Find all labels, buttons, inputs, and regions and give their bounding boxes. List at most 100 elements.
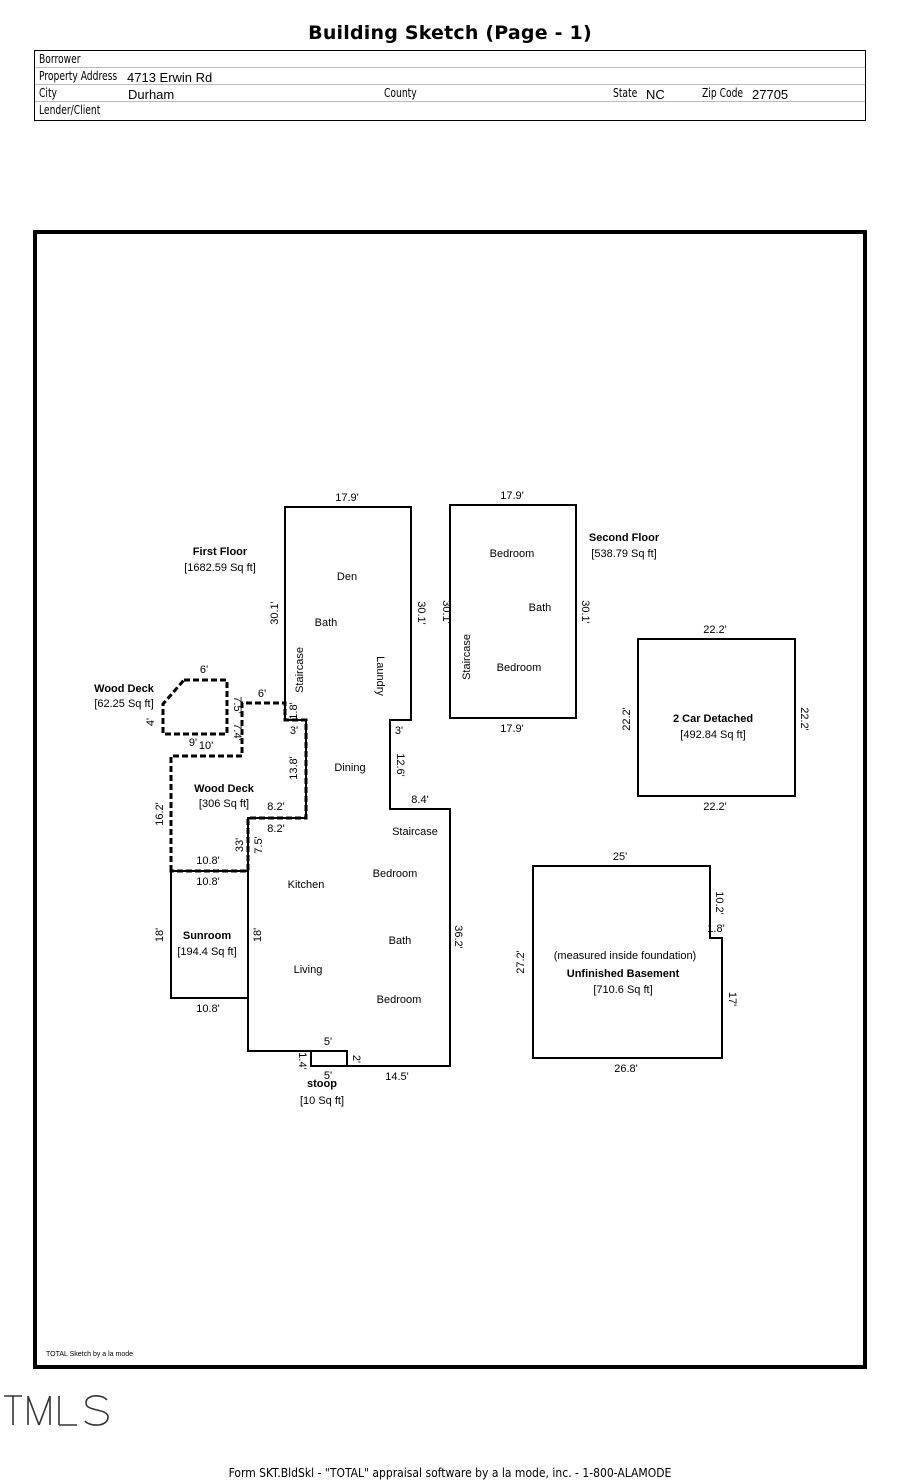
stoop-sqft: [10 Sq ft]	[300, 1095, 344, 1107]
garage-name: 2 Car Detached	[673, 713, 753, 725]
dim-wd-16-2: 16.2'	[154, 802, 166, 826]
dim-g-top: 22.2'	[703, 624, 727, 636]
borrower-row: Borrower	[35, 51, 865, 68]
wood-deck-large-name: Wood Deck	[194, 783, 255, 795]
room-staircase-2: Staircase	[392, 826, 438, 838]
dim-ff-8-4: 8.4'	[411, 794, 428, 806]
city-value: Durham	[128, 87, 175, 102]
dim-wd-4: 4'	[145, 718, 157, 726]
tmls-logo	[4, 1395, 109, 1426]
dim-ff-notch: 3'	[395, 725, 403, 737]
dim-ff-18: 18'	[252, 928, 264, 942]
dim-sr-10-8-bottom: 10.8'	[196, 1003, 220, 1015]
first-floor-outline	[247, 506, 451, 1067]
room-sf-staircase: Staircase	[461, 634, 473, 680]
basement-name: Unfinished Basement	[567, 968, 680, 980]
borrower-label: Borrower	[39, 52, 81, 66]
dim-sr-10-8-top: 10.8'	[196, 876, 220, 888]
basement-outline	[532, 865, 723, 1059]
dim-ff-1-4: 1.4'	[296, 1052, 308, 1069]
dim-ff-12-6: 12.6'	[394, 753, 406, 777]
room-sf-bedroom-2: Bedroom	[497, 662, 542, 674]
room-dining: Dining	[334, 762, 365, 774]
address-row: Property Address 4713 Erwin Rd	[35, 68, 865, 85]
dim-sf-bottom: 17.9'	[500, 723, 524, 735]
dim-wd-6-top: 6'	[200, 664, 208, 676]
dim-b-17: 17'	[726, 992, 738, 1006]
dim-wd-7-4: 7.4'	[231, 723, 243, 740]
dim-sf-left: 30.1'	[440, 600, 452, 624]
room-sf-bedroom-1: Bedroom	[490, 548, 535, 560]
dim-b-top: 25'	[613, 851, 627, 863]
second-floor-outline	[449, 504, 577, 719]
dim-wd-7-5: 7.5'	[231, 696, 243, 713]
page-title: Building Sketch (Page - 1)	[308, 22, 592, 44]
room-bath-2: Bath	[389, 935, 412, 947]
dim-ff-top: 17.9'	[335, 492, 359, 504]
dim-ff-right: 30.1'	[415, 601, 427, 625]
city-label: City	[39, 86, 57, 100]
room-bath-1: Bath	[315, 617, 338, 629]
dim-ff-13-8: 13.8'	[288, 756, 300, 780]
room-laundry: Laundry	[374, 656, 386, 696]
dim-b-bottom: 26.8'	[614, 1063, 638, 1075]
basement-sqft: [710.6 Sq ft]	[593, 984, 652, 996]
lender-row: Lender/Client	[35, 102, 865, 119]
dim-ff-notch2: 3'	[290, 725, 298, 737]
wood-deck-large-outline	[169, 701, 308, 873]
dim-stoop-side: 2'	[350, 1055, 362, 1063]
address-label: Property Address	[39, 69, 118, 83]
second-floor-sqft: [538.79 Sq ft]	[591, 548, 656, 560]
dim-stoop-bottom: 5'	[324, 1070, 332, 1082]
wood-deck-small-name: Wood Deck	[94, 683, 155, 695]
stoop-outline	[310, 1050, 348, 1067]
dim-sr-18: 18'	[154, 928, 166, 942]
room-staircase-1: Staircase	[294, 647, 306, 693]
dim-ff-7-5: 7.5'	[253, 836, 265, 853]
stoop-name: stoop	[307, 1078, 337, 1090]
zip-value: 27705	[752, 87, 789, 102]
dim-sf-right: 30.1'	[579, 600, 591, 624]
county-label: County	[384, 86, 417, 100]
sketch-frame	[33, 230, 867, 1369]
dim-ff-left: 30.1'	[269, 601, 281, 625]
dim-wd-9: 9'	[189, 737, 197, 749]
dim-g-left: 22.2'	[621, 707, 633, 731]
sunroom-name: Sunroom	[183, 930, 231, 942]
zip-label: Zip Code	[702, 86, 744, 100]
garage-sqft: [492.84 Sq ft]	[680, 729, 745, 741]
dim-g-right: 22.2'	[798, 707, 810, 731]
city-row: City Durham County State NC Zip Code 277…	[35, 85, 865, 102]
wood-deck-small-sqft: [62.25 Sq ft]	[94, 698, 153, 710]
room-kitchen: Kitchen	[288, 879, 325, 891]
dim-sf-top: 17.9'	[500, 490, 524, 502]
state-value: NC	[646, 87, 665, 102]
state-label: State	[613, 86, 638, 100]
dim-ff-14-5: 14.5'	[385, 1071, 409, 1083]
dim-ff-33: 33'	[234, 838, 246, 852]
basement-note: (measured inside foundation)	[554, 950, 696, 962]
room-sf-bath: Bath	[529, 602, 552, 614]
first-floor-sqft: [1682.59 Sq ft]	[184, 562, 256, 574]
dim-g-bottom: 22.2'	[703, 801, 727, 813]
garage-outline	[637, 638, 796, 797]
dim-wd-10-8: 10.8'	[196, 855, 220, 867]
dim-ff-8-2b: 8.2'	[267, 823, 284, 835]
lender-label: Lender/Client	[39, 103, 101, 117]
dim-ff-8-2a: 8.2'	[267, 801, 284, 813]
first-floor-name: First Floor	[193, 546, 248, 558]
room-bedroom-1: Bedroom	[373, 868, 418, 880]
dim-b-left: 27.2'	[515, 950, 527, 974]
dim-b-1-8: 1.8'	[707, 923, 724, 935]
dim-stoop-top: 5'	[324, 1036, 332, 1048]
wood-deck-large-sqft: [306 Sq ft]	[199, 798, 249, 810]
sunroom-sqft: [194.4 Sq ft]	[177, 946, 236, 958]
room-bedroom-2: Bedroom	[377, 994, 422, 1006]
dim-ff-1-8: 1.8'	[288, 702, 300, 719]
room-living: Living	[294, 964, 323, 976]
header-info-box: Borrower Property Address 4713 Erwin Rd …	[34, 50, 866, 121]
wood-deck-small-outline	[161, 678, 229, 736]
address-value: 4713 Erwin Rd	[127, 70, 213, 85]
dim-wd-10: 10'	[199, 740, 213, 752]
